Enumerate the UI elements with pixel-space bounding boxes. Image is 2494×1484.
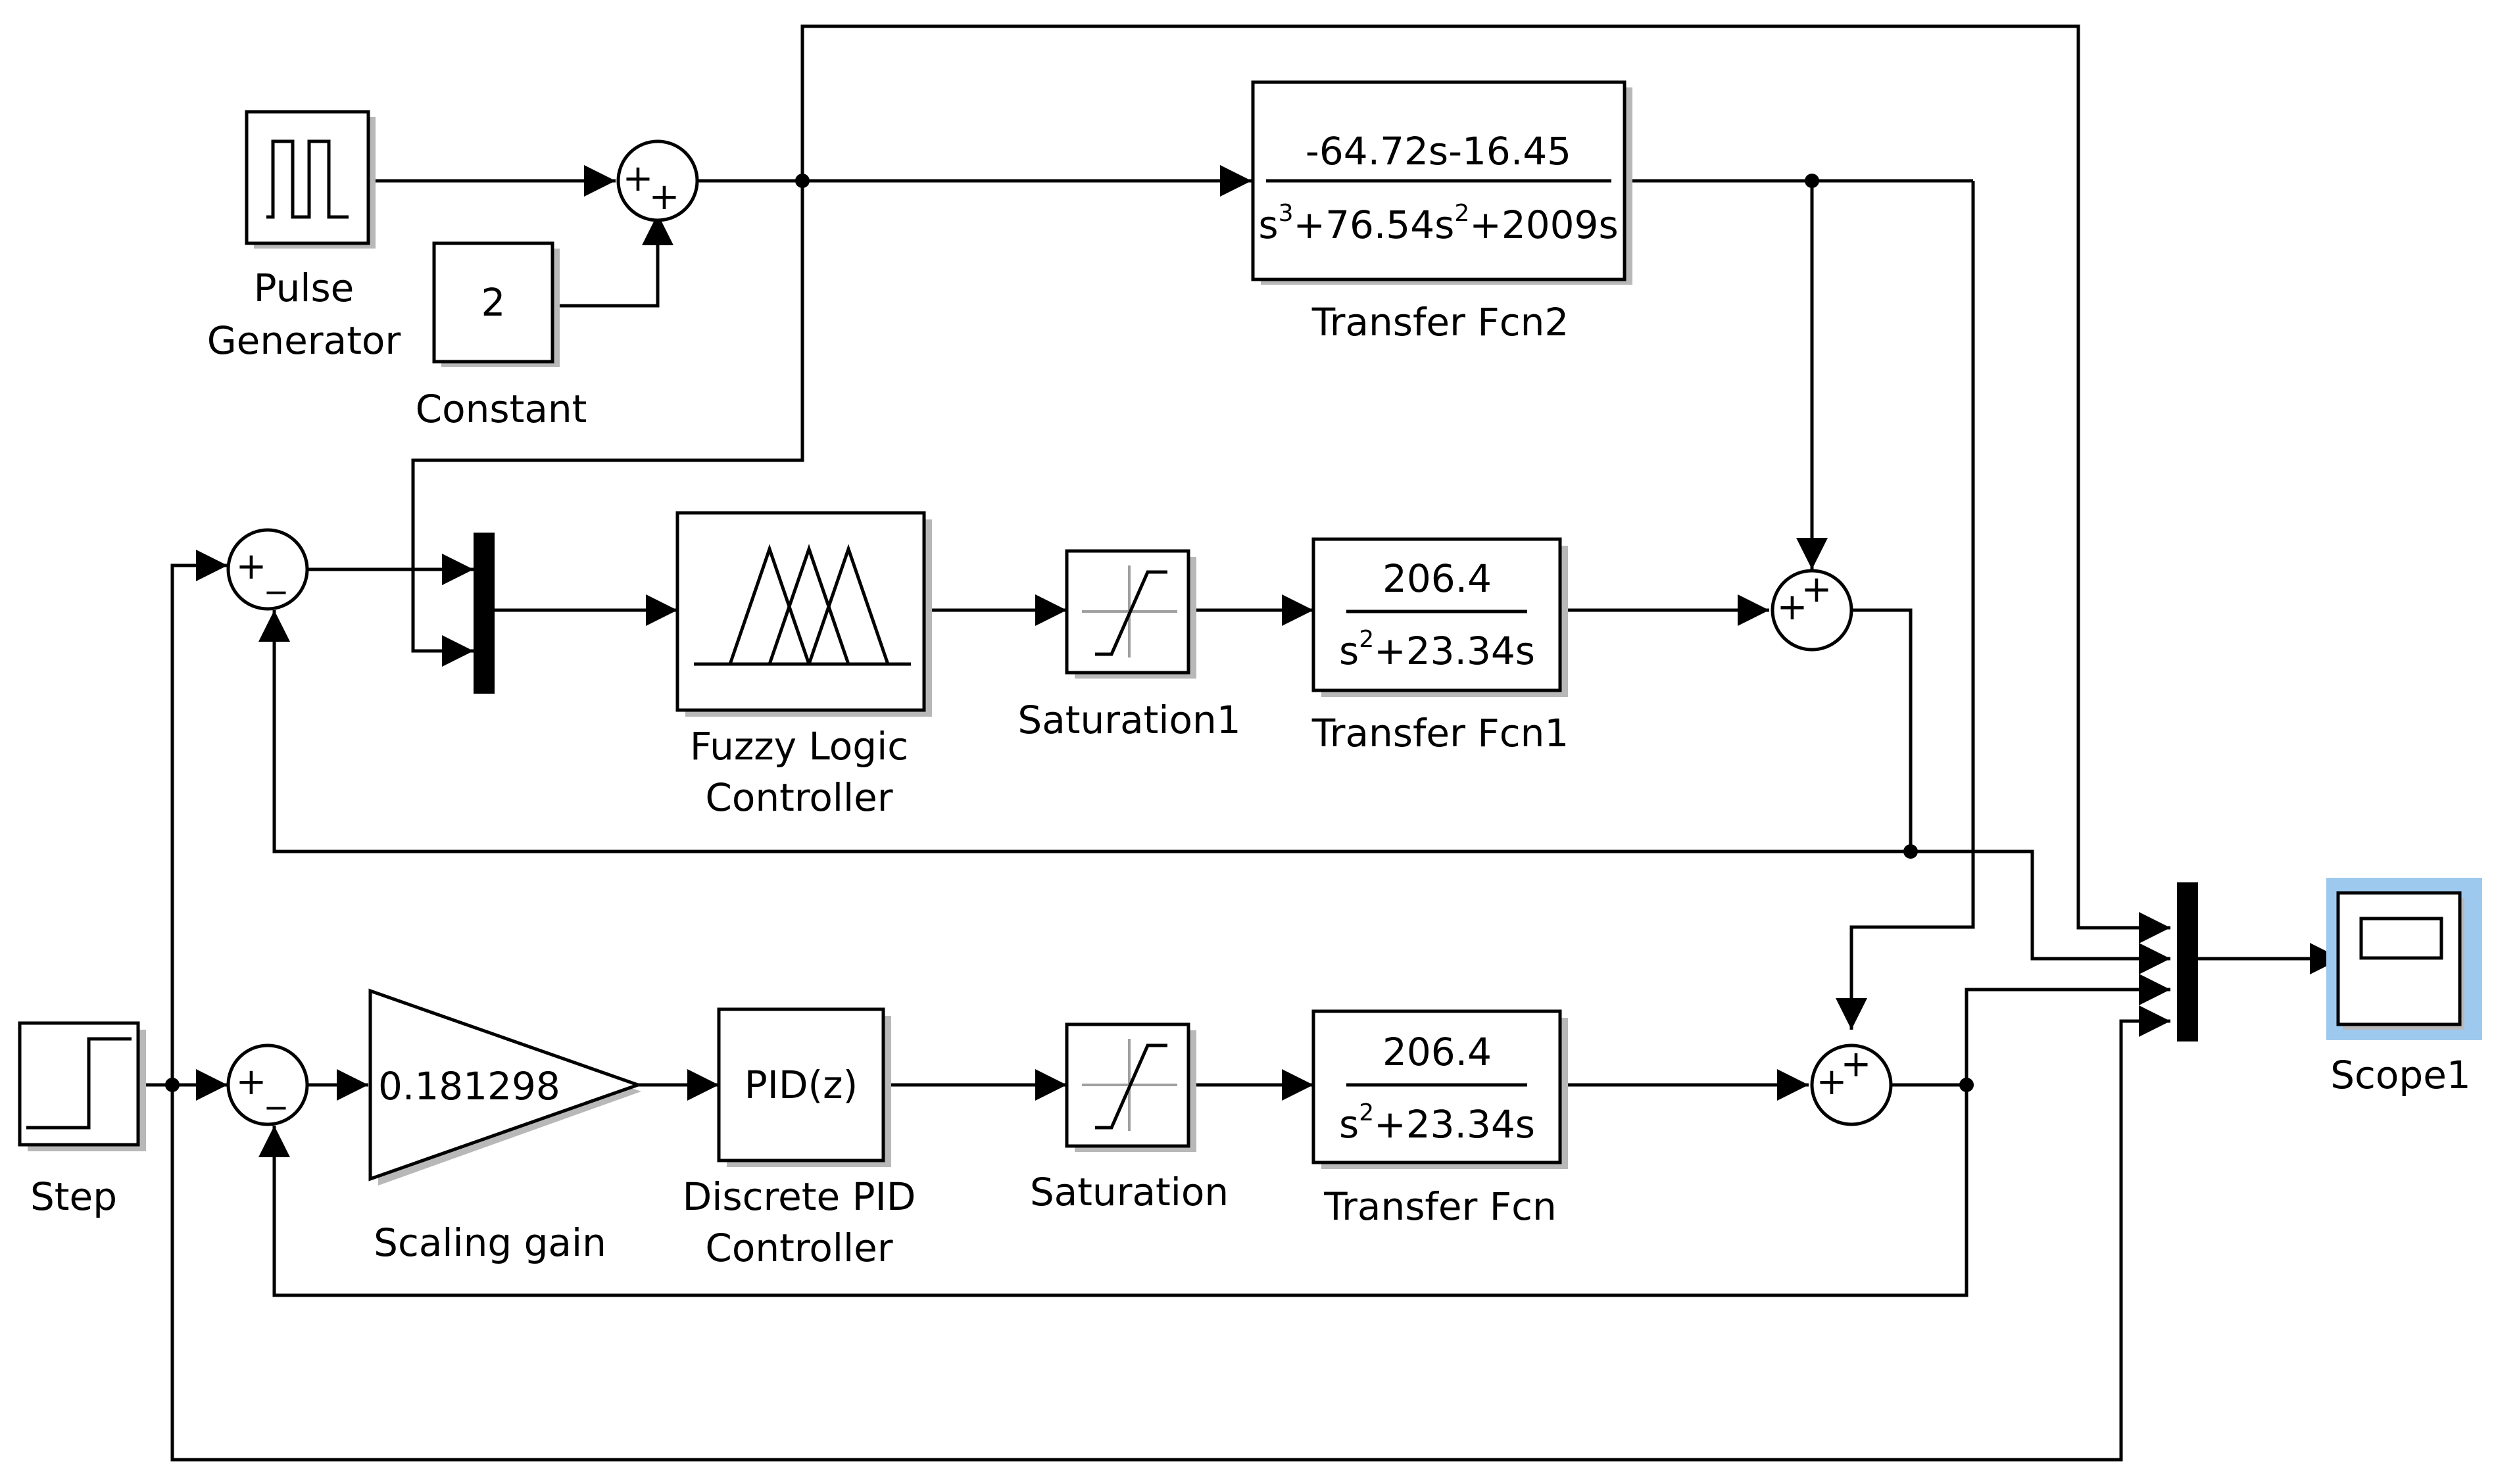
constant-value: 2 bbox=[481, 280, 506, 325]
tf1-denominator: s2+23.34s bbox=[1339, 626, 1535, 673]
tf-den-a: s bbox=[1339, 1102, 1359, 1147]
step-wave-icon bbox=[26, 1037, 132, 1130]
scaling-gain-block[interactable] bbox=[368, 988, 643, 1185]
sum-top-block[interactable] bbox=[616, 139, 699, 222]
transfer-fcn-block[interactable] bbox=[1311, 1009, 1568, 1169]
scope1-label: Scope1 bbox=[2330, 1053, 2471, 1097]
sum-pid-error-sign-left: + bbox=[236, 1061, 267, 1103]
tf1-numerator: 206.4 bbox=[1382, 556, 1492, 601]
tf2-den-b-exp: 2 bbox=[1454, 200, 1469, 227]
tf2-den-a: s bbox=[1258, 203, 1278, 247]
scaling-gain-label: Scaling gain bbox=[374, 1220, 606, 1265]
discrete-pid-block[interactable] bbox=[717, 1007, 891, 1167]
line-step-to-sum-fuzzy bbox=[170, 550, 228, 1085]
mux-fuzzy-block[interactable] bbox=[474, 533, 495, 694]
line-tf2-to-sum-pid bbox=[1836, 181, 1975, 1030]
scaling-gain-value: 0.181298 bbox=[378, 1064, 560, 1109]
line-fuzzy-to-scope bbox=[1911, 850, 2170, 974]
sum-fuzzy-error-sign-bottom: _ bbox=[266, 552, 286, 594]
sum-fuzzy-plant-sign-left: + bbox=[1777, 586, 1808, 629]
tf2-numerator: -64.72s-16.45 bbox=[1306, 129, 1571, 174]
junction-dot bbox=[795, 174, 810, 188]
tf1-den-b: +23.34s bbox=[1374, 629, 1535, 673]
tf2-den-c: +2009s bbox=[1469, 203, 1618, 247]
step-block[interactable] bbox=[18, 1021, 146, 1151]
mux-scope-block[interactable] bbox=[2177, 882, 2198, 1041]
sum-pid-plant-block[interactable] bbox=[1810, 1043, 1893, 1126]
sum-pid-error-sign-bottom: _ bbox=[266, 1067, 286, 1110]
junction-dot bbox=[165, 1078, 180, 1092]
saturation-block[interactable] bbox=[1065, 1022, 1196, 1152]
sum-fuzzy-plant-block[interactable] bbox=[1771, 569, 1853, 652]
scope-screen-icon bbox=[2359, 917, 2443, 960]
junction-dot bbox=[1903, 844, 1918, 859]
pulse-generator-label-1: Pulse bbox=[254, 266, 355, 310]
tf2-denominator: s3+76.54s2+2009s bbox=[1258, 200, 1618, 247]
sum-fuzzy-plant-sign-top: + bbox=[1801, 568, 1832, 611]
sum-top-sign-bottom: + bbox=[649, 176, 680, 218]
fuzzy-logic-controller-block[interactable] bbox=[675, 511, 932, 717]
saturation1-label: Saturation1 bbox=[1017, 698, 1240, 742]
tf-numerator: 206.4 bbox=[1382, 1030, 1492, 1074]
line-ref-to-scope bbox=[800, 24, 2170, 944]
saturation-curve-icon bbox=[1095, 1043, 1167, 1130]
sum-fuzzy-error-block[interactable] bbox=[226, 528, 309, 611]
constant-label: Constant bbox=[416, 387, 587, 431]
tf-den-a-exp: 2 bbox=[1359, 1099, 1374, 1126]
line-constant-to-sum bbox=[558, 214, 673, 308]
signal-lines bbox=[145, 24, 2341, 1462]
fuzzy-membership-icon bbox=[694, 544, 911, 666]
junction-dot bbox=[1805, 174, 1819, 188]
saturation1-block[interactable] bbox=[1065, 549, 1196, 679]
line-sum-fuzzy-out bbox=[1851, 608, 1913, 851]
sum-pid-plant-sign-top: + bbox=[1841, 1043, 1872, 1086]
line-ref-to-mux bbox=[411, 181, 804, 667]
tf-den-b: +23.34s bbox=[1374, 1102, 1535, 1147]
tf2-den-b: +76.54s bbox=[1293, 203, 1454, 247]
line-step-to-scope bbox=[170, 1005, 2170, 1462]
transfer-fcn2-block[interactable] bbox=[1251, 80, 1632, 285]
tf-denominator: s2+23.34s bbox=[1339, 1099, 1535, 1147]
sum-fuzzy-error-sign-left: + bbox=[236, 545, 267, 588]
pid-label-1: Discrete PID bbox=[683, 1174, 916, 1219]
tf2-label: Transfer Fcn2 bbox=[1311, 300, 1569, 345]
line-feedback-pid bbox=[258, 1085, 1968, 1297]
sum-top-sign-left: + bbox=[623, 157, 654, 200]
tf1-den-a-exp: 2 bbox=[1359, 626, 1374, 653]
tf1-label: Transfer Fcn1 bbox=[1311, 711, 1569, 755]
tf1-den-a: s bbox=[1339, 629, 1359, 673]
pid-value: PID(z) bbox=[745, 1063, 858, 1107]
pulse-wave-icon bbox=[266, 139, 349, 219]
tf2-den-a-exp: 3 bbox=[1279, 200, 1294, 227]
line-feedback-fuzzy bbox=[258, 610, 1911, 853]
line-pid-to-scope bbox=[1965, 974, 2170, 1085]
sum-pid-error-block[interactable] bbox=[226, 1043, 309, 1126]
pulse-generator-block[interactable] bbox=[245, 110, 376, 249]
saturation1-curve-icon bbox=[1095, 570, 1167, 656]
sum-pid-plant-sign-left: + bbox=[1817, 1061, 1847, 1103]
transfer-fcn1-block[interactable] bbox=[1311, 537, 1568, 697]
fuzzy-label-2: Controller bbox=[705, 775, 892, 820]
step-label: Step bbox=[30, 1174, 117, 1219]
constant-block[interactable] bbox=[432, 241, 560, 367]
saturation-label: Saturation bbox=[1030, 1170, 1229, 1214]
junction-dot bbox=[1959, 1078, 1974, 1092]
scope1-block[interactable] bbox=[2326, 878, 2482, 1040]
tf-label: Transfer Fcn bbox=[1323, 1184, 1557, 1229]
fuzzy-label-1: Fuzzy Logic bbox=[690, 724, 908, 769]
junction-dots bbox=[165, 174, 1974, 1092]
pid-label-2: Controller bbox=[705, 1226, 892, 1270]
pulse-generator-label-2: Generator bbox=[207, 318, 401, 363]
